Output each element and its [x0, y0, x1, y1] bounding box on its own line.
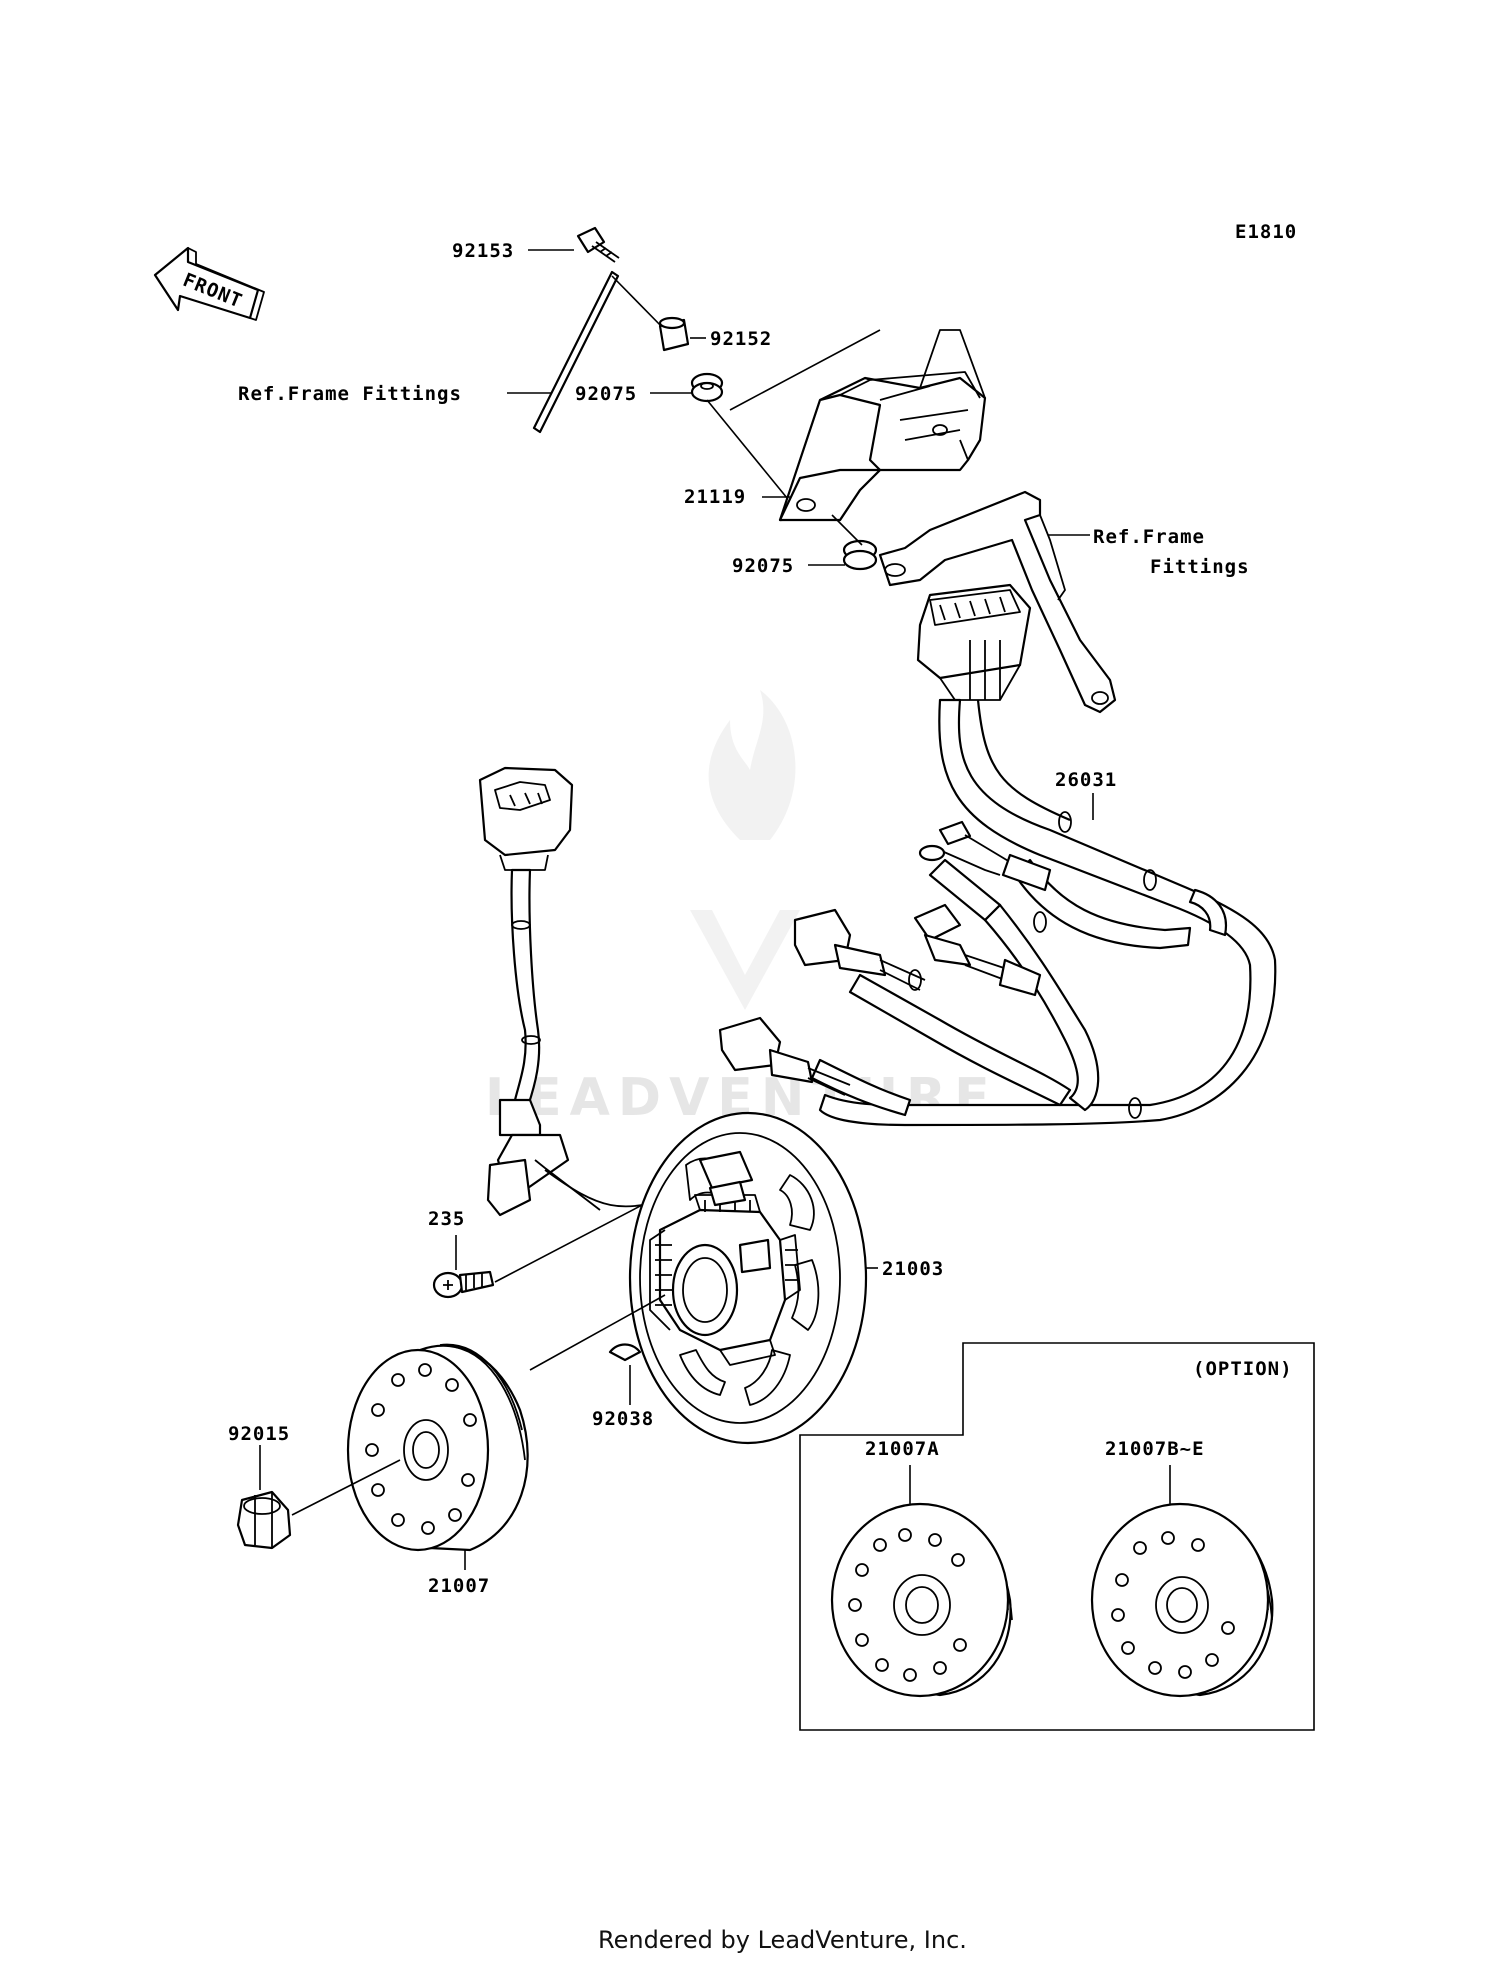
mounting-bracket	[878, 490, 1117, 714]
pickup-coil-lead	[478, 766, 681, 1217]
ref-frame-label-line1: Ref.Frame	[1093, 526, 1205, 548]
diagram-code: E1810	[1235, 221, 1297, 243]
option-label: (OPTION)	[1193, 1358, 1293, 1380]
stator-21003	[628, 1111, 868, 1445]
woodruff-key-92038	[608, 1343, 642, 1362]
part-label-92015: 92015	[228, 1423, 290, 1445]
frame-strap	[532, 270, 620, 434]
footer-credit: Rendered by LeadVenture, Inc.	[598, 1926, 967, 1954]
ref-frame-label-line2: Fittings	[1150, 556, 1250, 578]
part-label-21007A: 21007A	[865, 1438, 940, 1460]
watermark-logo	[690, 690, 800, 1010]
ref-frame-fittings-label-1: Ref.Frame Fittings	[238, 383, 462, 405]
part-label-26031: 26031	[1055, 769, 1117, 791]
part-label-21119: 21119	[684, 486, 746, 508]
collar-92152	[658, 316, 690, 352]
front-arrow-icon: FRONT	[153, 246, 265, 321]
wiring-connector-small-3	[718, 1016, 851, 1096]
flywheel-option-21007B-E	[1090, 1502, 1274, 1698]
part-label-21003: 21003	[882, 1258, 944, 1280]
option-box	[799, 1342, 1315, 1731]
part-label-92038: 92038	[592, 1408, 654, 1430]
part-label-92075-lower: 92075	[732, 555, 794, 577]
part-label-21007B-E: 21007B~E	[1105, 1438, 1205, 1460]
part-label-21007: 21007	[428, 1575, 490, 1597]
flywheel-option-21007A	[830, 1502, 1013, 1698]
bolt-92153	[576, 226, 620, 263]
ring-terminal	[918, 820, 1052, 892]
nut-92015	[236, 1490, 292, 1550]
part-label-92152: 92152	[710, 328, 772, 350]
flywheel-rotor-21007	[346, 1343, 529, 1552]
cdi-unit-21119	[778, 329, 987, 522]
grommet-92075-lower	[842, 539, 878, 571]
part-label-92153: 92153	[452, 240, 514, 262]
grommet-92075-upper	[690, 372, 724, 403]
wiring-harness-26031	[810, 640, 1277, 1127]
wiring-connector-small-1	[793, 908, 926, 991]
part-label-92075-upper: 92075	[575, 383, 637, 405]
wiring-connector-large	[916, 583, 1032, 701]
screw-235	[432, 1270, 495, 1299]
part-label-235: 235	[428, 1208, 465, 1230]
wiring-connector-small-2	[913, 903, 1042, 997]
